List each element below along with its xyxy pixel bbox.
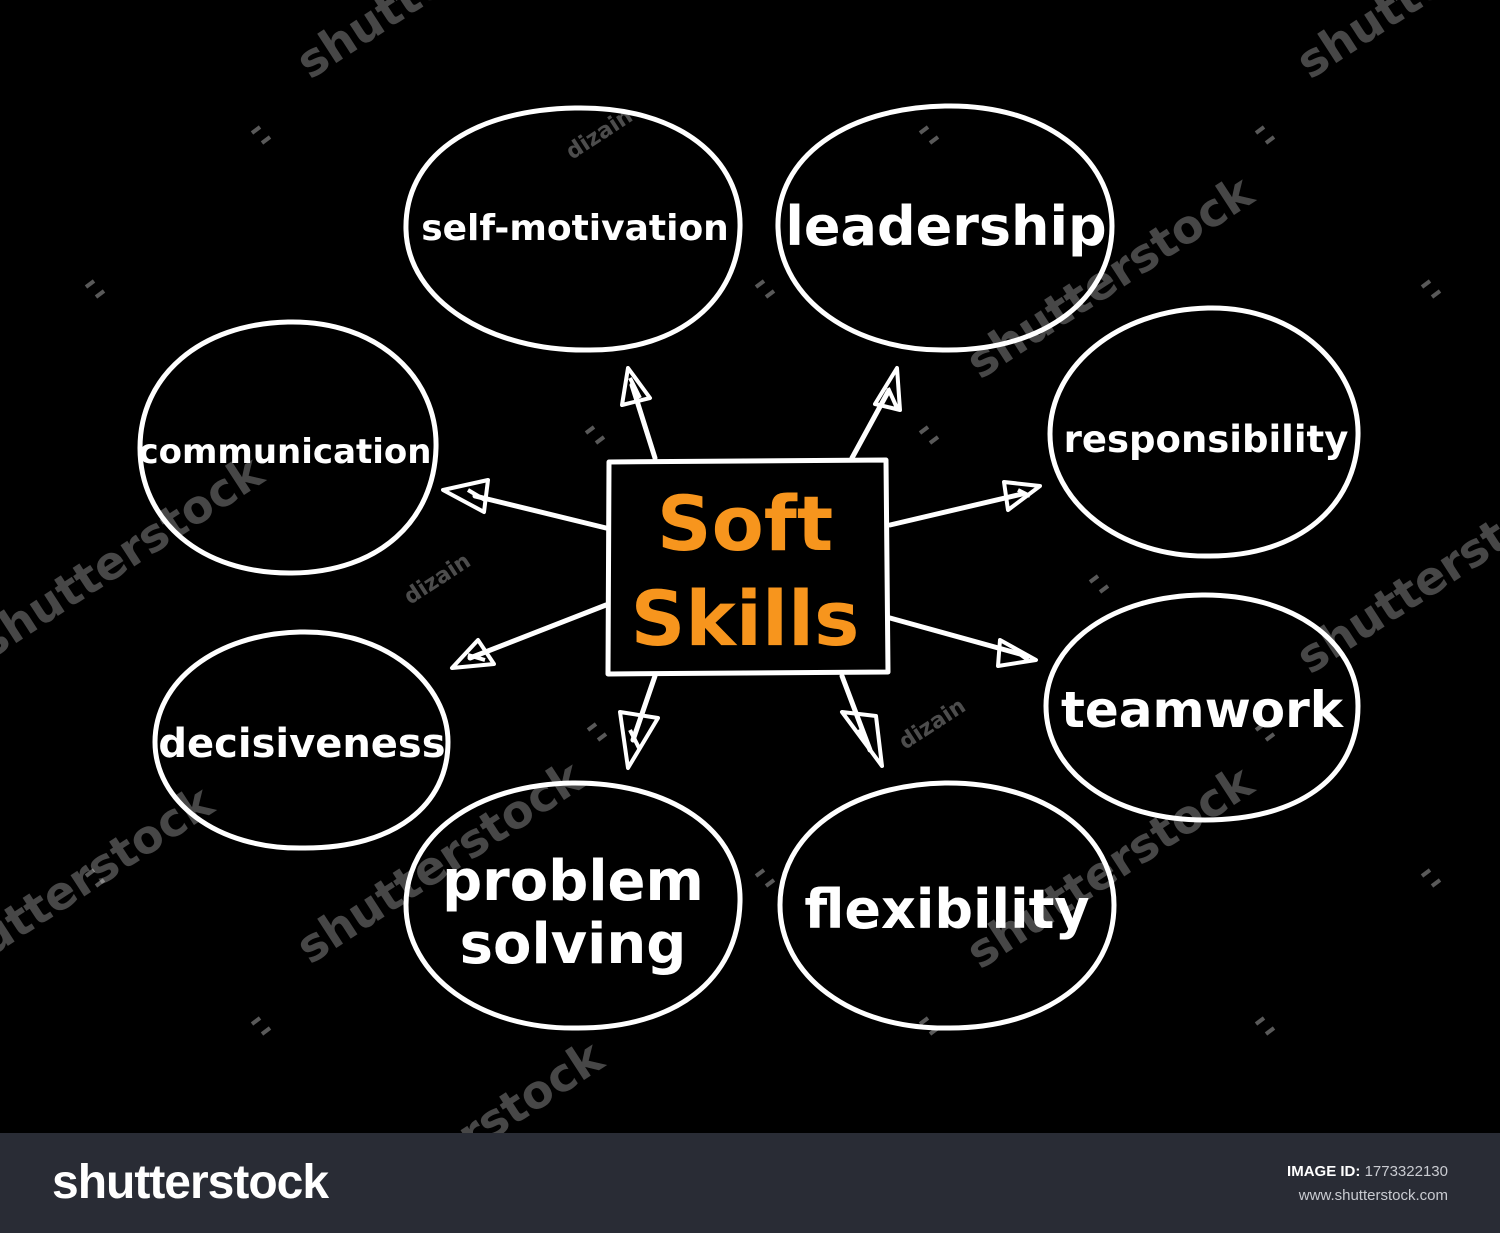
center-title-line1: Soft xyxy=(657,479,833,568)
arrowhead-teamwork xyxy=(996,638,1038,668)
node-labels: Soft Skills self-motivation leadership c… xyxy=(138,195,1348,977)
image-id: IMAGE ID: 1773322130 xyxy=(1287,1163,1448,1180)
arrowheads xyxy=(441,366,1042,770)
ellipse-teamwork xyxy=(1043,592,1361,823)
label-self-motivation: self-motivation xyxy=(421,208,729,249)
watermark-glyph-icons xyxy=(84,125,1442,1036)
label-problem-solving-line2: solving xyxy=(460,912,687,977)
ellipse-responsibility xyxy=(1047,305,1361,559)
ellipse-decisiveness xyxy=(152,629,451,851)
footer-brand-logo: shutterstock xyxy=(52,1156,329,1209)
connector-lines xyxy=(467,382,1025,753)
arrowhead-communication xyxy=(441,478,490,514)
image-id-value: 1773322130 xyxy=(1364,1163,1448,1180)
ellipse-problem-solving xyxy=(403,780,743,1031)
mind-map-svg: shutterstock shutterstock shutterstock s… xyxy=(0,0,1500,1133)
watermark-brand: shutterstock xyxy=(307,1029,614,1133)
connector-communication xyxy=(472,493,609,531)
arrowhead-self-motivation xyxy=(620,366,652,407)
footer-bar: shutterstock IMAGE ID: 1773322130 www.sh… xyxy=(0,1133,1500,1233)
connector-decisiveness xyxy=(467,602,609,661)
footer-site-url: www.shutterstock.com xyxy=(1298,1187,1448,1204)
center-box xyxy=(605,457,891,677)
ellipse-communication xyxy=(137,319,439,576)
label-responsibility: responsibility xyxy=(1064,418,1349,461)
watermark-brand: shutterstock xyxy=(1287,0,1500,89)
connector-responsibility xyxy=(887,491,1025,528)
mind-map-board: shutterstock shutterstock shutterstock s… xyxy=(0,0,1500,1133)
label-flexibility: flexibility xyxy=(804,878,1089,941)
image-id-label: IMAGE ID: xyxy=(1287,1163,1361,1180)
label-decisiveness: decisiveness xyxy=(158,721,445,767)
ellipse-leadership xyxy=(775,103,1115,353)
center-title-line2: Skills xyxy=(631,574,860,663)
label-communication: communication xyxy=(138,432,431,472)
center-box-outline xyxy=(605,457,891,677)
arrowhead-flexibility xyxy=(840,710,884,768)
watermark-author: dizain xyxy=(400,549,476,610)
connector-self-motivation xyxy=(629,382,658,461)
watermark-brand: shutterstock xyxy=(0,444,274,670)
label-problem-solving-line1: problem xyxy=(442,849,704,914)
arrowhead-decisiveness xyxy=(450,638,496,670)
watermark-brand: shutterstock xyxy=(1287,459,1500,685)
connector-problem-solving xyxy=(630,673,658,743)
watermark-author: dizain xyxy=(895,694,971,755)
connector-leadership xyxy=(849,389,891,461)
label-teamwork: teamwork xyxy=(1061,681,1345,739)
label-leadership: leadership xyxy=(785,195,1106,258)
ellipse-self-motivation xyxy=(403,105,743,353)
arrowhead-problem-solving xyxy=(618,710,660,770)
node-ellipses xyxy=(137,103,1361,1031)
ellipse-flexibility xyxy=(777,780,1117,1031)
arrowhead-leadership xyxy=(873,366,902,412)
watermark-brand: shutterstock xyxy=(0,774,224,1000)
arrowhead-responsibility xyxy=(1002,480,1042,512)
watermark-brand: shutterstock xyxy=(287,0,594,89)
